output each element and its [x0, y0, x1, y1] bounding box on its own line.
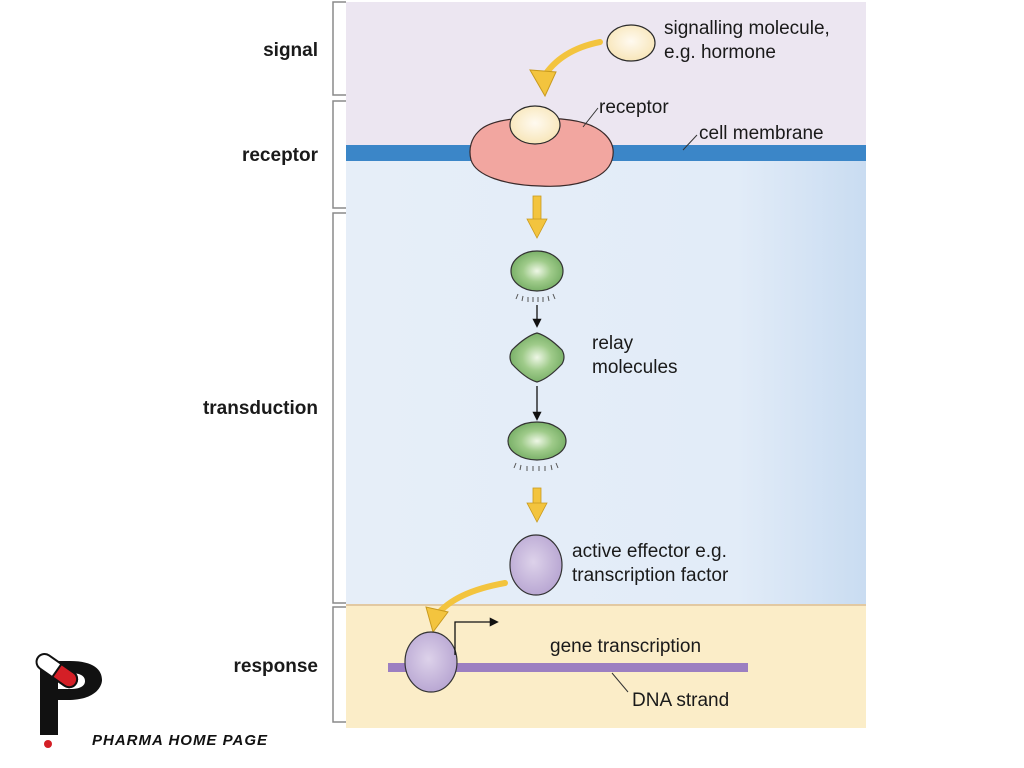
- cell-membrane-label: cell membrane: [699, 123, 824, 144]
- receptor-leader-line: [582, 107, 599, 128]
- pharma-home-page-logo: PHARMA HOME PAGE: [35, 652, 268, 749]
- receptor-label: receptor: [599, 97, 669, 118]
- cell-interior-region: [346, 148, 866, 605]
- dna-leader-line: [611, 672, 629, 693]
- activation-arrow-2: [526, 487, 548, 523]
- signal-arrow: [529, 39, 603, 98]
- stage-brackets: [332, 1, 346, 723]
- relay-1-activation-marks: [515, 293, 556, 302]
- relay-molecule-2: [509, 332, 565, 383]
- logo-capsule-icon: [35, 652, 79, 689]
- relay-molecule-1: [510, 250, 564, 292]
- bound-transcription-factor: [404, 631, 458, 693]
- logo-text: PHARMA HOME PAGE: [92, 732, 268, 749]
- effector-arrow: [425, 580, 508, 634]
- effector-label-1: active effector e.g.: [572, 541, 727, 562]
- activation-arrow-1: [526, 195, 548, 239]
- signal-region: [346, 2, 866, 148]
- stage-label-transduction: transduction: [203, 398, 318, 419]
- membrane-leader-line: [682, 134, 698, 151]
- stage-label-signal: signal: [263, 40, 318, 61]
- relay-molecules-label-2: molecules: [592, 357, 678, 378]
- effector-label-2: transcription factor: [572, 565, 729, 586]
- signalling-molecule-label-1: signalling molecule,: [664, 18, 830, 39]
- relay-molecule-3: [507, 421, 567, 461]
- relay-molecules-label-1: relay: [592, 333, 634, 354]
- signalling-molecule: [606, 24, 656, 62]
- stage-label-receptor: receptor: [242, 145, 319, 166]
- transcription-start-arrow: [454, 617, 499, 655]
- dna-strand: [388, 663, 748, 672]
- active-effector: [509, 534, 563, 596]
- stage-label-response: response: [234, 656, 318, 677]
- signalling-molecule-label-2: e.g. hormone: [664, 42, 776, 63]
- gene-transcription-label: gene transcription: [550, 636, 701, 657]
- bound-signal-molecule: [509, 105, 561, 145]
- relay-3-activation-marks: [513, 462, 559, 471]
- dna-strand-label: DNA strand: [632, 690, 729, 711]
